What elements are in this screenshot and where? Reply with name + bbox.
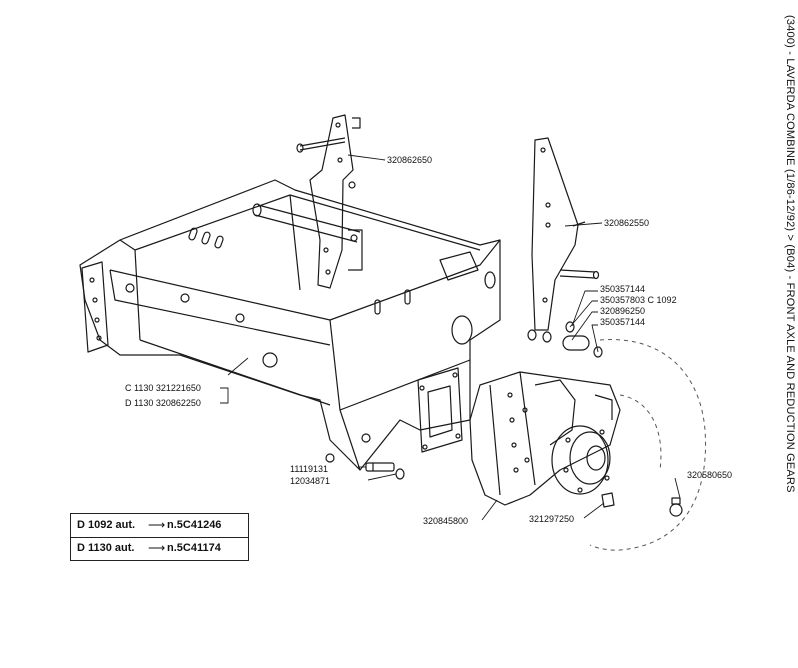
- wheel-hub: [551, 425, 611, 495]
- upper-bracket: [296, 114, 363, 289]
- reduction-gear-housing: [469, 371, 621, 506]
- label-320845800: 320845800: [423, 516, 468, 526]
- label-320580650: 320580650: [687, 470, 732, 480]
- callout-labels: 320862650 320862550 350357144 350357803 …: [125, 155, 732, 526]
- small-nut: [601, 492, 615, 508]
- bushings-washers: [527, 321, 603, 358]
- serial-legend-box: D 1092 aut. ⟶ n.5C41246 D 1130 aut. ⟶ n.…: [70, 513, 249, 561]
- legend-row: D 1092 aut. ⟶ n.5C41246: [71, 514, 248, 538]
- side-title-text: (3400) - LAVERDA COMBINE (1/86-12/92) > …: [784, 15, 796, 493]
- label-320896250: 320896250: [600, 306, 645, 316]
- grease-nipple: [669, 497, 683, 517]
- label-320862250: D 1130 320862250: [125, 398, 201, 408]
- side-bracket: [531, 137, 600, 331]
- legend-serial: n.5C41246: [167, 519, 222, 531]
- side-title: (3400) - LAVERDA COMBINE (1/86-12/92) > …: [784, 15, 796, 535]
- label-320862550: 320862550: [604, 218, 649, 228]
- leader-lines: [220, 154, 681, 521]
- tyre-outline: [589, 339, 707, 551]
- label-11119131: 11119131: [290, 464, 328, 474]
- arrow-icon: ⟶: [148, 518, 166, 532]
- legend-model: D 1130 aut.: [77, 542, 135, 554]
- legend-row: D 1130 aut. ⟶ n.5C41174: [71, 537, 248, 560]
- front-axle-frame: [79, 179, 501, 471]
- label-350357144-a: 350357144: [600, 284, 645, 294]
- arrow-icon: ⟶: [148, 541, 166, 555]
- label-350357144-b: 350357144: [600, 317, 645, 327]
- legend-model: D 1092 aut.: [77, 519, 136, 531]
- label-350357803: 350357803 C 1092: [600, 295, 677, 305]
- label-320862650: 320862650: [387, 155, 432, 165]
- label-321221650: C 1130 321221650: [125, 383, 201, 393]
- label-12034871: 12034871: [290, 476, 330, 486]
- legend-serial: n.5C41174: [167, 542, 221, 554]
- label-321297250: 321297250: [529, 514, 574, 524]
